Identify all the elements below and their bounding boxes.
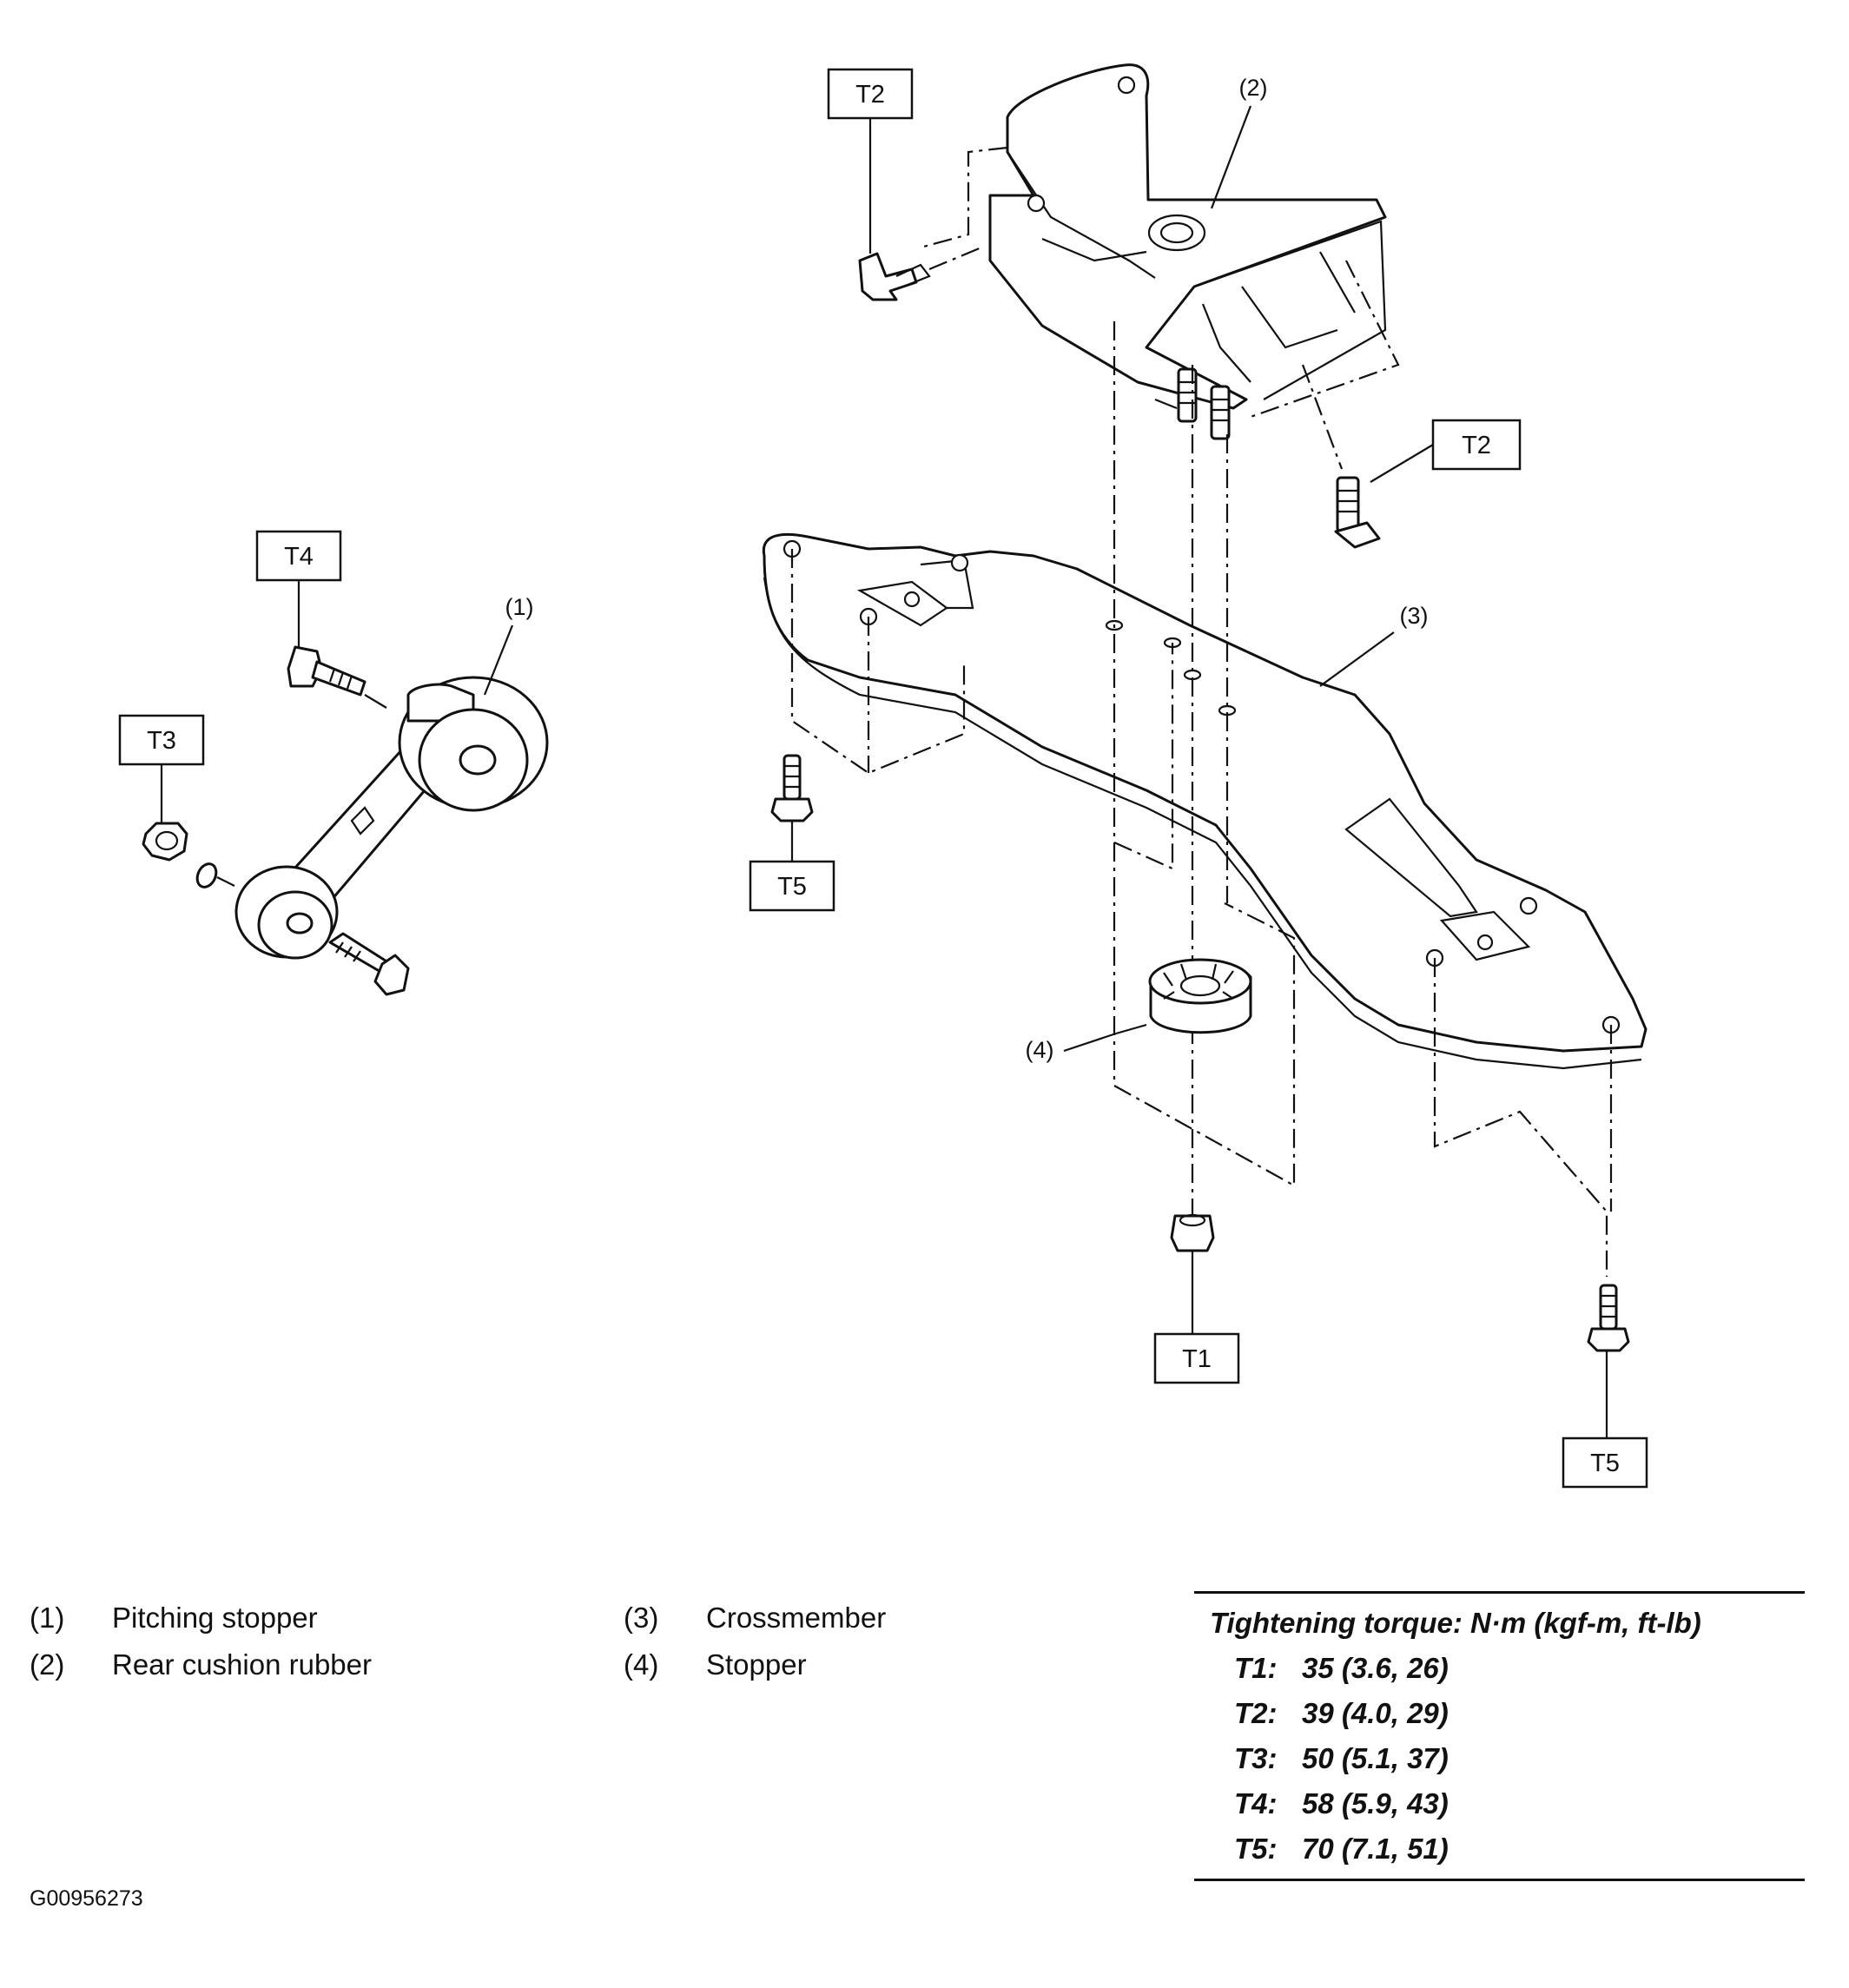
torque-key: T3: (1234, 1742, 1278, 1774)
torque-label-t5-left: T5 (749, 821, 835, 912)
callout-3: (3) (1319, 603, 1429, 687)
callout-1: (1) (483, 594, 534, 696)
torque-label-t2-right: T2 (1370, 419, 1522, 483)
svg-text:(2): (2) (1239, 75, 1268, 101)
torque-key: T1: (1234, 1652, 1278, 1684)
torque-label-t3: T3 (118, 714, 205, 823)
svg-text:(1): (1) (505, 594, 534, 620)
svg-text:T2: T2 (855, 81, 885, 109)
torque-table: Tightening torque: N·m (kgf-m, ft-lb) T1… (1194, 1591, 1805, 1881)
torque-value: 35 (3.6, 26) (1302, 1652, 1449, 1684)
torque-label-t1: T1 (1153, 1251, 1240, 1384)
svg-text:T2: T2 (1462, 432, 1491, 459)
torque-label-t4: T4 (255, 530, 342, 647)
rear-cushion-rubber (988, 63, 1387, 440)
torque-value: 39 (4.0, 29) (1302, 1697, 1449, 1729)
bolt-t5-right (1587, 1284, 1630, 1352)
svg-text:T1: T1 (1182, 1345, 1212, 1373)
bolt-t4 (287, 645, 387, 709)
legend-number: (3) (624, 1602, 659, 1634)
legend-row: (4) Stopper (624, 1641, 886, 1688)
svg-text:T4: T4 (284, 543, 314, 571)
legend-left: (1) Pitching stopper (2) Rear cushion ru… (30, 1595, 372, 1688)
figure-id: G00956273 (30, 1886, 143, 1911)
nut-t1 (1170, 1213, 1215, 1252)
legend-name: Crossmember (706, 1602, 887, 1634)
bolt-t2-left (858, 246, 982, 301)
torque-key: T5: (1234, 1833, 1278, 1865)
torque-key: T4: (1234, 1787, 1278, 1820)
bolt-t5-left (770, 754, 814, 822)
pitching-stopper (234, 676, 549, 960)
callout-2: (2) (1210, 75, 1268, 209)
crossmember (762, 532, 1648, 1070)
svg-text:(4): (4) (1026, 1037, 1054, 1063)
bolt-t2-right (1301, 364, 1381, 549)
legend-row: (1) Pitching stopper (30, 1595, 372, 1641)
torque-row: T2: 39 (4.0, 29) (1194, 1691, 1805, 1736)
torque-value: 58 (5.9, 43) (1302, 1787, 1449, 1820)
torque-table-title: Tightening torque: N·m (kgf-m, ft-lb) (1210, 1607, 1701, 1639)
torque-row: T5: 70 (7.1, 51) (1194, 1826, 1805, 1872)
bolt-lower (328, 932, 410, 996)
svg-text:T5: T5 (777, 873, 807, 901)
torque-row: T1: 35 (3.6, 26) (1194, 1646, 1805, 1691)
exploded-parts-diagram: T2 T2 T4 T3 T5 T1 T5 (1) (2) (3 (118, 63, 1648, 1489)
legend-number: (2) (30, 1648, 65, 1681)
legend-name: Rear cushion rubber (112, 1648, 372, 1681)
legend-number: (1) (30, 1602, 65, 1634)
nut-t3 (142, 822, 235, 888)
torque-label-t2-top: T2 (827, 68, 914, 254)
legend-number: (4) (624, 1648, 659, 1681)
svg-text:T3: T3 (147, 727, 176, 755)
legend-right: (3) Crossmember (4) Stopper (624, 1595, 886, 1688)
svg-text:(3): (3) (1400, 603, 1429, 629)
legend-name: Pitching stopper (112, 1602, 318, 1634)
svg-text:T5: T5 (1590, 1450, 1620, 1477)
legend-row: (3) Crossmember (624, 1595, 886, 1641)
legend-name: Stopper (706, 1648, 807, 1681)
torque-key: T2: (1234, 1697, 1278, 1729)
legend-row: (2) Rear cushion rubber (30, 1641, 372, 1688)
torque-row: T4: 58 (5.9, 43) (1194, 1781, 1805, 1826)
torque-label-t5-right: T5 (1562, 1351, 1648, 1489)
callout-4: (4) (1026, 1032, 1117, 1063)
torque-value: 50 (5.1, 37) (1302, 1742, 1449, 1774)
torque-value: 70 (7.1, 51) (1302, 1833, 1449, 1865)
stopper (1115, 958, 1252, 1035)
torque-row: T3: 50 (5.1, 37) (1194, 1736, 1805, 1781)
